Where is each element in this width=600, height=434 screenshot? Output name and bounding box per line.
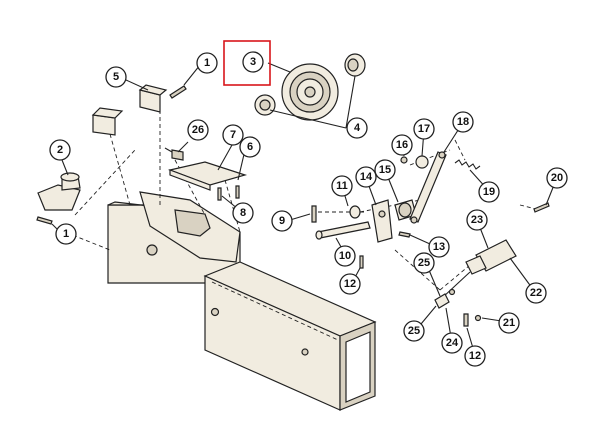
callout-5[interactable]: 5 bbox=[105, 66, 127, 88]
highlight-box bbox=[223, 40, 271, 86]
callout-25-lower[interactable]: 25 bbox=[403, 320, 425, 342]
callout-26-label: 26 bbox=[192, 124, 204, 136]
callout-19[interactable]: 19 bbox=[478, 181, 500, 203]
part-13-screw bbox=[398, 231, 411, 238]
callout-6[interactable]: 6 bbox=[239, 136, 261, 158]
callout-13[interactable]: 13 bbox=[428, 236, 450, 258]
callout-13-label: 13 bbox=[433, 241, 445, 253]
callout-25-upper-label: 25 bbox=[418, 257, 430, 269]
part-1-screw-left bbox=[36, 216, 53, 225]
callout-26[interactable]: 26 bbox=[187, 119, 209, 141]
callout-1-left[interactable]: 1 bbox=[55, 223, 77, 245]
callout-20-label: 20 bbox=[551, 172, 563, 184]
part-26-connector bbox=[164, 147, 184, 161]
callout-25-upper[interactable]: 25 bbox=[413, 252, 435, 274]
part-8-screws bbox=[217, 185, 240, 201]
callout-14[interactable]: 14 bbox=[355, 166, 377, 188]
part-9-pin bbox=[311, 205, 317, 223]
part-3-pulley bbox=[281, 63, 339, 121]
callout-25-lower-label: 25 bbox=[408, 325, 420, 337]
callout-3[interactable]: 3 bbox=[242, 51, 264, 73]
callout-15-label: 15 bbox=[379, 164, 391, 176]
callout-16[interactable]: 16 bbox=[391, 134, 413, 156]
callout-24-label: 24 bbox=[446, 337, 459, 349]
part-5-brackets bbox=[91, 84, 168, 136]
main-frame bbox=[107, 191, 377, 411]
callout-11-label: 11 bbox=[336, 180, 348, 192]
callout-7-label: 7 bbox=[230, 129, 236, 141]
callout-2-label: 2 bbox=[57, 144, 63, 156]
callout-4[interactable]: 4 bbox=[346, 117, 368, 139]
part-22-actuator bbox=[441, 239, 517, 299]
callout-12-bottom[interactable]: 12 bbox=[464, 345, 486, 367]
part-17-ring bbox=[400, 155, 429, 169]
callout-8-label: 8 bbox=[240, 207, 246, 219]
callout-1-label: 1 bbox=[204, 57, 210, 69]
callout-2[interactable]: 2 bbox=[49, 139, 71, 161]
callout-19-label: 19 bbox=[483, 186, 495, 198]
callout-16-label: 16 bbox=[396, 139, 408, 151]
callout-23[interactable]: 23 bbox=[466, 209, 488, 231]
part-19-spring bbox=[454, 159, 481, 170]
callout-1-left-label: 1 bbox=[63, 228, 69, 240]
callout-22[interactable]: 22 bbox=[525, 282, 547, 304]
part-20-bolt bbox=[533, 202, 550, 213]
part-14-arm bbox=[349, 199, 417, 243]
callout-3-label: 3 bbox=[250, 56, 256, 68]
part-4-bearings bbox=[254, 53, 366, 116]
callout-18-label: 18 bbox=[457, 116, 469, 128]
part-10-shaft bbox=[315, 221, 371, 240]
part-21-screw bbox=[359, 255, 482, 327]
part-1-screw-top bbox=[169, 85, 187, 99]
callout-10[interactable]: 10 bbox=[334, 245, 356, 267]
callout-22-label: 22 bbox=[530, 287, 542, 299]
callout-9-label: 9 bbox=[279, 215, 285, 227]
part-2-bracket bbox=[37, 172, 81, 211]
callout-10-label: 10 bbox=[339, 250, 351, 262]
callout-15[interactable]: 15 bbox=[374, 159, 396, 181]
callout-24[interactable]: 24 bbox=[441, 332, 463, 354]
callout-20[interactable]: 20 bbox=[546, 167, 568, 189]
part-18-link bbox=[409, 151, 447, 224]
callout-21[interactable]: 21 bbox=[498, 312, 520, 334]
callout-8[interactable]: 8 bbox=[232, 202, 254, 224]
part-24-pin bbox=[434, 288, 456, 309]
callout-7[interactable]: 7 bbox=[222, 124, 244, 146]
callout-12-bottom-label: 12 bbox=[469, 350, 481, 362]
callout-23-label: 23 bbox=[471, 214, 483, 226]
callout-17[interactable]: 17 bbox=[413, 118, 435, 140]
callout-6-label: 6 bbox=[247, 141, 253, 153]
callout-1[interactable]: 1 bbox=[196, 52, 218, 74]
callout-21-label: 21 bbox=[503, 317, 515, 329]
callout-11[interactable]: 11 bbox=[331, 175, 353, 197]
callout-4-label: 4 bbox=[354, 122, 361, 134]
part-7-plate bbox=[167, 161, 248, 191]
callout-12-mid-label: 12 bbox=[344, 278, 356, 290]
callout-12-mid[interactable]: 12 bbox=[339, 273, 361, 295]
callout-5-label: 5 bbox=[113, 71, 119, 83]
callout-18[interactable]: 18 bbox=[452, 111, 474, 133]
callout-9[interactable]: 9 bbox=[271, 210, 293, 232]
callout-17-label: 17 bbox=[418, 123, 430, 135]
callout-14-label: 14 bbox=[360, 171, 373, 183]
